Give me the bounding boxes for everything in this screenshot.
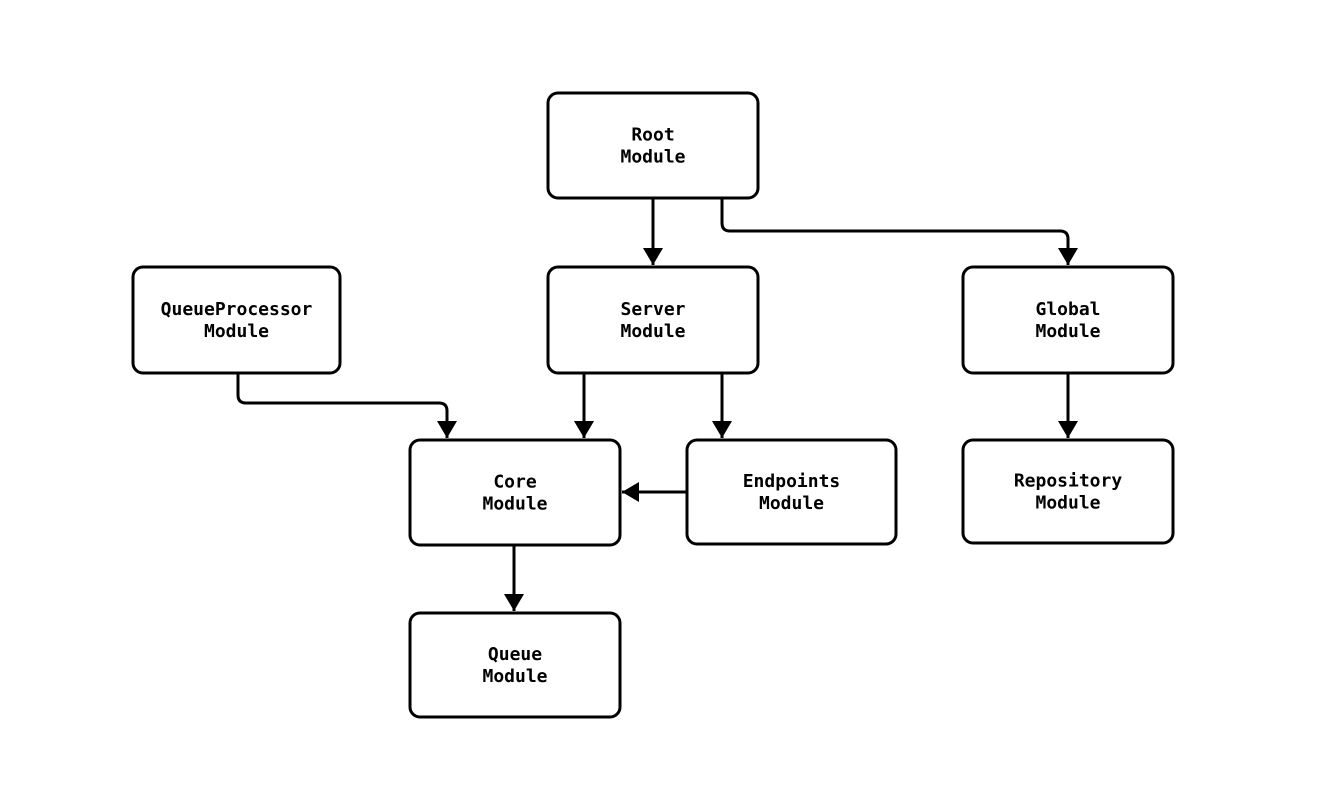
node-box xyxy=(546,91,760,200)
node-box xyxy=(408,611,622,719)
edge-queueprocessor-to-core xyxy=(236,373,457,438)
node-box xyxy=(961,265,1175,375)
node-box xyxy=(685,438,898,546)
node-box xyxy=(961,438,1175,545)
edge-root-to-global xyxy=(720,198,1078,265)
node-box xyxy=(408,438,622,547)
edges-layer xyxy=(236,198,1078,611)
node-box xyxy=(131,265,342,375)
node-box xyxy=(546,265,760,375)
